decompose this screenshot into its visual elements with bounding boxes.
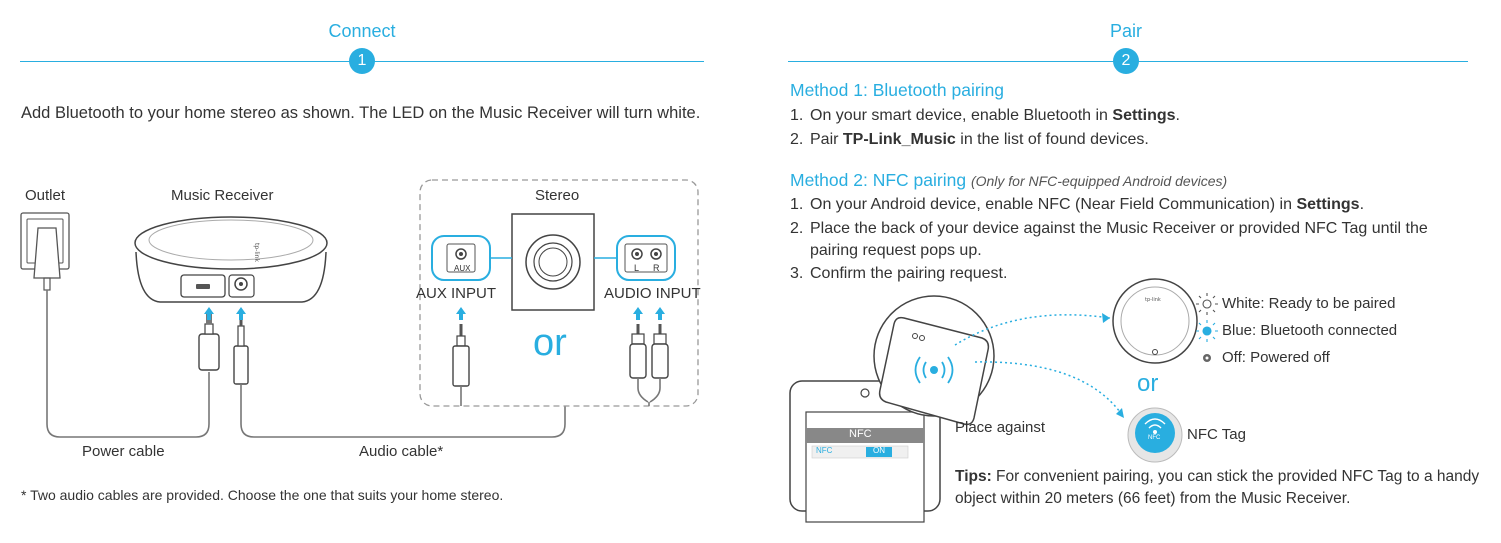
phone-header: NFC	[849, 428, 872, 440]
music-receiver-label: Music Receiver	[171, 187, 274, 204]
connect-or-text: or	[533, 322, 567, 364]
connect-step-badge: 1	[349, 48, 375, 74]
nfc-tag-label: NFC Tag	[1187, 426, 1246, 443]
aux-plug-icon	[452, 324, 470, 406]
connect-intro: Add Bluetooth to your home stereo as sho…	[21, 104, 701, 122]
method2-step-1: 1.On your Android device, enable NFC (Ne…	[790, 196, 1365, 213]
nfc-tag-inner-text: NFC	[1148, 435, 1161, 441]
audio-jack-plug-icon	[233, 315, 249, 385]
rca-ports-icon	[616, 235, 676, 281]
right-port-text: R	[653, 263, 660, 273]
aux-input-label: AUX INPUT	[416, 285, 497, 302]
pair-step-badge: 2	[1113, 48, 1139, 74]
phone-nfc-row-label: NFC	[816, 446, 833, 455]
method2-step-3: 3.Confirm the pairing request.	[790, 265, 1008, 282]
phone-nfc-toggle[interactable]: ON	[873, 446, 885, 455]
music-receiver-icon: tp-link	[134, 216, 328, 303]
rca-plugs-icon	[629, 324, 669, 406]
outlet-label: Outlet	[25, 187, 66, 204]
phone-icon	[789, 380, 941, 523]
method1-step-1: 1.On your smart device, enable Bluetooth…	[790, 107, 1180, 124]
svg-text:tp-link: tp-link	[253, 243, 260, 262]
stereo-label: Stereo	[535, 187, 580, 204]
svg-text:tp-link: tp-link	[1145, 297, 1161, 303]
audio-input-label: AUDIO INPUT	[604, 285, 701, 302]
pair-or-text: or	[1137, 370, 1159, 397]
left-port-text: L	[634, 263, 640, 273]
method2-title: Method 2: NFC pairing (Only for NFC-equi…	[790, 170, 1228, 190]
method1-title: Method 1: Bluetooth pairing	[790, 80, 1005, 100]
audio-cable-label: Audio cable*	[359, 443, 444, 460]
led-off-icon	[1203, 354, 1211, 362]
aux-port-text: AUX	[454, 264, 471, 273]
connect-arrows	[204, 307, 665, 320]
led-blue-label: Blue: Bluetooth connected	[1222, 322, 1398, 339]
nfc-tag-icon	[1127, 407, 1183, 463]
speaker-icon	[511, 213, 595, 311]
method1-step-2: 2.Pair TP-Link_Music in the list of foun…	[790, 131, 1149, 148]
place-against-label: Place against	[955, 419, 1046, 436]
power-cable-line	[46, 290, 210, 438]
pair-title: Pair	[1109, 21, 1142, 41]
power-cable-label: Power cable	[82, 443, 165, 460]
connect-title: Connect	[328, 21, 396, 41]
method2-step-2: 2.Place the back of your device against …	[790, 220, 1428, 259]
receiver-top-icon: tp-link	[1112, 278, 1198, 364]
led-off-label: Off: Powered off	[1222, 349, 1330, 366]
pair-tips: Tips: For convenient pairing, you can st…	[955, 468, 1480, 507]
aux-port-icon	[431, 235, 491, 281]
nfc-zoom-icon	[873, 295, 995, 426]
method2-note: (Only for NFC-equipped Android devices)	[970, 173, 1228, 189]
stereo-box	[419, 179, 699, 407]
led-blue-icon	[1196, 320, 1218, 342]
led-white-icon	[1196, 293, 1218, 315]
connect-footnote: * Two audio cables are provided. Choose …	[21, 487, 504, 503]
audio-cable-line	[240, 384, 566, 438]
led-white-label: White: Ready to be paired	[1222, 295, 1396, 312]
